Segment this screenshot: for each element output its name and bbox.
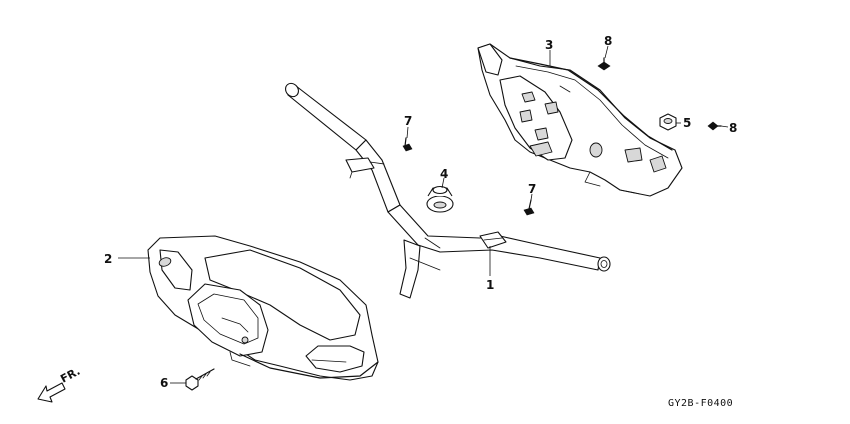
bolt[interactable] <box>185 368 215 391</box>
front-direction-indicator: FR. <box>37 365 82 403</box>
callout-part-7-lower: 7 <box>528 182 536 196</box>
front-direction-label: FR. <box>58 365 82 386</box>
callout-part-3: 3 <box>545 38 553 52</box>
screw-top-right[interactable] <box>597 57 611 71</box>
part-callouts: 1 2 3 4 5 6 7 7 8 8 <box>104 34 737 390</box>
handlebar-pipe[interactable] <box>283 81 611 299</box>
diagram-code: GY2B-F0400 <box>668 398 733 409</box>
callout-part-5: 5 <box>683 116 691 130</box>
callout-part-4: 4 <box>440 167 448 181</box>
callout-part-2: 2 <box>104 252 112 266</box>
front-handle-cover[interactable] <box>147 235 379 381</box>
rear-handle-cover[interactable] <box>477 43 683 197</box>
leader-lines <box>118 45 729 384</box>
callout-part-8-right: 8 <box>729 121 737 135</box>
callout-part-6: 6 <box>160 376 168 390</box>
callout-part-8-top: 8 <box>604 34 612 48</box>
grommet[interactable] <box>426 185 454 213</box>
callout-part-7-upper: 7 <box>404 114 412 128</box>
screw-lower[interactable] <box>523 199 535 216</box>
front-arrow-icon <box>37 382 66 403</box>
nut[interactable] <box>659 113 677 131</box>
callout-part-1: 1 <box>486 278 494 292</box>
screw-right[interactable] <box>707 121 722 131</box>
screw-upper[interactable] <box>402 137 413 152</box>
